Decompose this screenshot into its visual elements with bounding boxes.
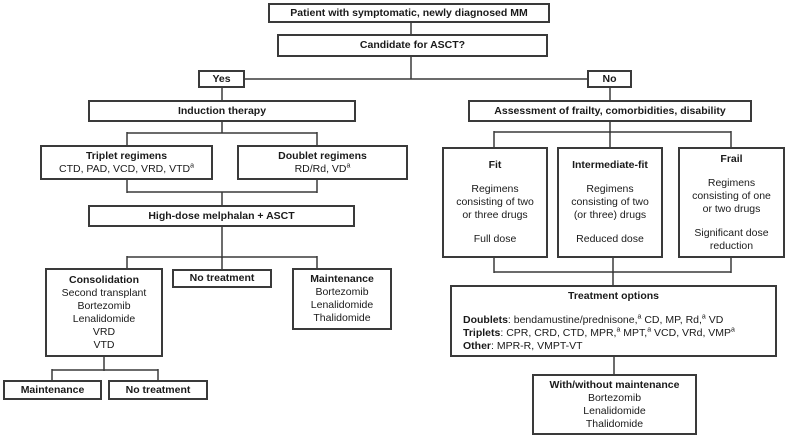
node-line: consisting of two <box>571 196 649 208</box>
node-line: Regimens <box>471 183 519 195</box>
node-title: Candidate for ASCT? <box>359 39 466 51</box>
node-line: Lenalidomide <box>310 299 374 311</box>
node-line: Bortezomib <box>315 286 369 298</box>
node-induction-therapy: Induction therapy <box>88 100 356 122</box>
node-title: No <box>602 72 617 85</box>
node-line: (or three) drugs <box>573 209 647 221</box>
node-line: VTD <box>93 338 115 351</box>
node-line: consisting of one <box>692 189 771 202</box>
node-title: Induction therapy <box>177 104 267 117</box>
node-no: No <box>587 70 632 88</box>
node-no-treatment-post-consolidation: No treatment <box>108 380 208 400</box>
node-line: Lenalidomide <box>72 312 136 325</box>
node-line: Thalidomide <box>313 312 371 324</box>
node-title: Consolidation <box>69 273 139 286</box>
node-title: Treatment options <box>567 289 659 302</box>
node-line: VRD <box>92 325 116 338</box>
node-line: Triplets: CPR, CRD, CTD, MPR,a MPT,a VCD… <box>463 326 735 339</box>
node-line: Reduced dose <box>576 233 644 245</box>
node-line: Regimens <box>707 176 756 189</box>
node-title: Intermediate-fit <box>572 159 648 171</box>
node-line: RD/Rd, VDa <box>294 162 351 175</box>
node-title: Triplet regimens <box>85 149 168 162</box>
node-title: Yes <box>212 72 231 85</box>
node-title: Frail <box>720 152 743 165</box>
node-title: High-dose melphalan + ASCT <box>148 209 295 222</box>
node-line: CTD, PAD, VCD, VRD, VTDa <box>59 162 194 175</box>
node-line: Lenalidomide <box>583 404 646 417</box>
node-candidate-for-asct: Candidate for ASCT? <box>277 34 548 57</box>
node-frailty-assessment: Assessment of frailty, comorbidities, di… <box>468 100 752 122</box>
node-high-dose-melphalan-asct: High-dose melphalan + ASCT <box>88 205 355 227</box>
node-line: Other: MPR-R, VMPT-VT <box>463 339 583 352</box>
node-title: No treatment <box>189 272 255 284</box>
node-line: Doublets: bendamustine/prednisone,a CD, … <box>463 313 724 326</box>
node-line: Thalidomide <box>585 417 644 430</box>
node-maintenance-post-consolidation: Maintenance <box>3 380 102 400</box>
node-line: reduction <box>709 239 754 252</box>
node-title: Maintenance <box>310 273 374 285</box>
node-yes: Yes <box>198 70 245 88</box>
node-line: Bortezomib <box>77 299 131 312</box>
node-line: or two drugs <box>702 202 761 215</box>
node-line: or three drugs <box>462 209 528 221</box>
node-line: Significant dose <box>694 226 769 239</box>
node-line: Regimens <box>586 183 634 195</box>
node-title: No treatment <box>125 383 191 396</box>
connector-group <box>51 23 732 380</box>
node-title: Maintenance <box>20 383 85 396</box>
node-line: consisting of two <box>456 196 534 208</box>
node-title: Doublet regimens <box>278 149 367 162</box>
node-title: Patient with symptomatic, newly diagnose… <box>290 6 528 19</box>
node-title: Assessment of frailty, comorbidities, di… <box>494 104 726 117</box>
node-title: With/without maintenance <box>549 378 680 391</box>
node-no-treatment-post-asct: No treatment <box>172 269 272 288</box>
node-title: Fit <box>488 159 502 171</box>
node-patient-diagnosed-mm: Patient with symptomatic, newly diagnose… <box>268 3 550 23</box>
node-line: Full dose <box>473 233 517 245</box>
node-line: Bortezomib <box>587 391 642 404</box>
node-line: Second transplant <box>61 286 147 299</box>
